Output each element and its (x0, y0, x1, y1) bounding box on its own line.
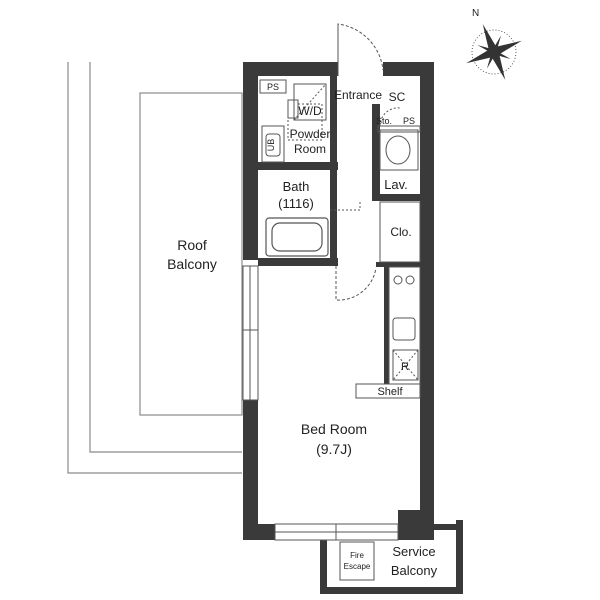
room-labels: Roof Balcony Entrance SC PS W/D Powder R… (167, 82, 438, 578)
shelf (355, 383, 421, 399)
pipe-space-right-label: PS (403, 116, 415, 126)
lavatory-fixture (377, 107, 421, 171)
powder-room-toilet (287, 99, 323, 141)
pipe-space-top-label: PS (267, 82, 279, 92)
utility-top (259, 79, 327, 163)
storage-label: Sto. (376, 116, 392, 126)
bedroom-label-2: (9.7J) (316, 441, 352, 457)
closet-label: Clo. (390, 225, 411, 239)
lavatory-label: Lav. (384, 177, 408, 192)
powder-room-label-2: Room (294, 142, 326, 156)
unit-bath-label: UB (266, 139, 276, 152)
bath-door (330, 202, 361, 211)
bath-label-2: (1116) (278, 196, 314, 211)
refrigerator-label: R (401, 361, 409, 373)
powder-room-label-1: Powder (290, 127, 331, 141)
interior-walls (258, 76, 422, 384)
entrance-label: Entrance (334, 88, 382, 102)
fire-escape-label-2: Escape (344, 562, 371, 571)
closet (379, 201, 421, 263)
north-compass-icon: N (466, 8, 522, 80)
service-balcony-label-2: Balcony (391, 563, 438, 578)
fire-escape-label-1: Fire (350, 551, 364, 560)
bottom-window (274, 523, 399, 541)
service-balcony-label-1: Service (392, 544, 435, 559)
bedroom-label-1: Bed Room (301, 421, 367, 437)
entrance-door (337, 23, 384, 76)
compass-north-label: N (472, 8, 479, 19)
roof-balcony-label-2: Balcony (167, 256, 217, 272)
bedroom-door (335, 266, 377, 301)
bathtub (265, 217, 329, 257)
fire-escape-hatch (339, 541, 375, 581)
roof-balcony-outline (67, 62, 243, 474)
shoe-closet-label: SC (389, 90, 406, 104)
left-window (242, 265, 259, 401)
washer-dryer-label: W/D (298, 104, 322, 118)
shelf-label: Shelf (377, 386, 403, 398)
roof-balcony-label-1: Roof (177, 237, 207, 253)
bath-label-1: Bath (283, 179, 310, 194)
outer-walls (243, 62, 463, 594)
